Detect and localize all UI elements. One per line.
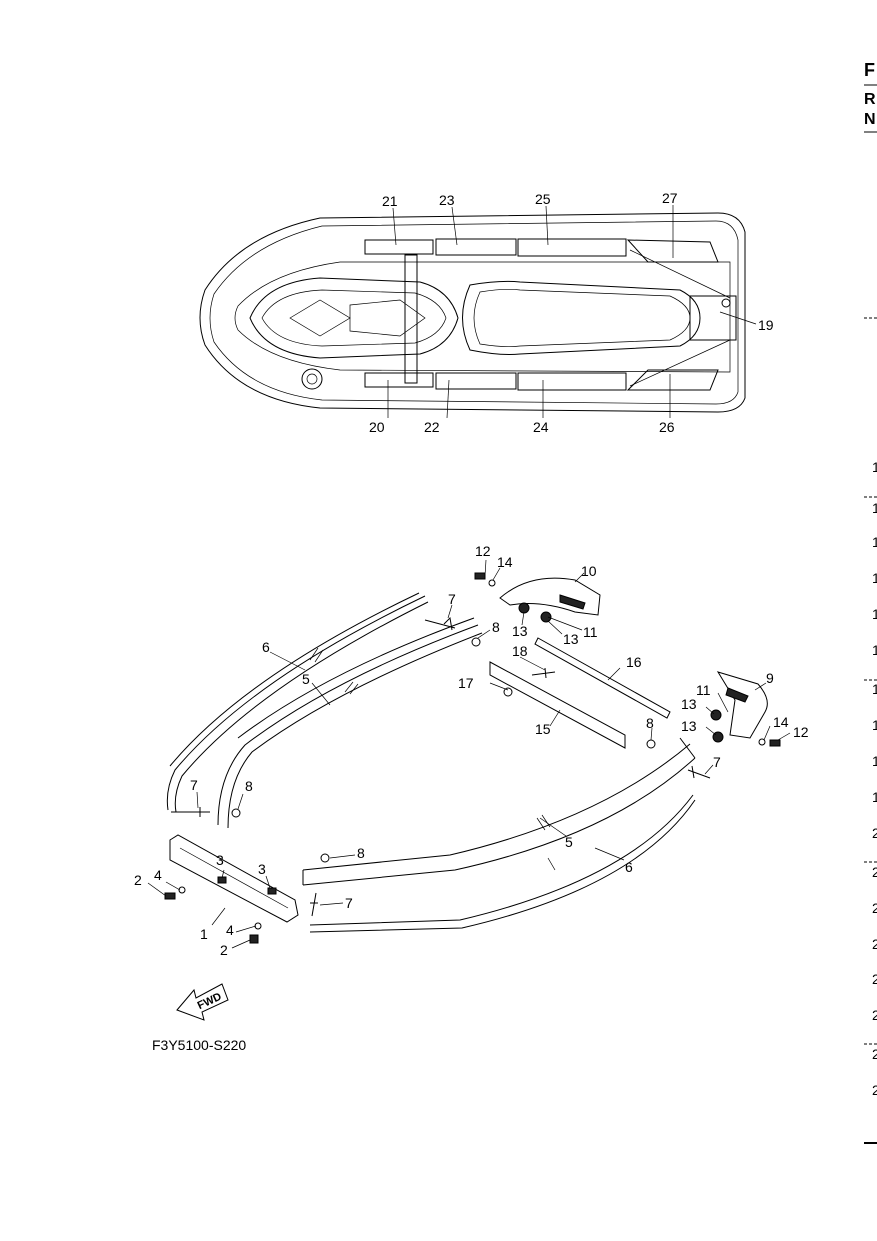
callout: 25 (535, 191, 551, 207)
callout: 13 (681, 718, 697, 734)
callout: 5 (302, 671, 310, 687)
callout: 2 (134, 872, 142, 888)
header-letter: F (864, 60, 875, 80)
margin-column: 1 1 1 1 1 1 1 1 1 1 2 2 2 2 2 2 2 2 (864, 459, 877, 1144)
callout: 24 (533, 419, 549, 435)
margin-number: 1 (872, 681, 877, 697)
diagram-code: F3Y5100-S220 (152, 1037, 246, 1053)
callout: 6 (262, 639, 270, 655)
margin-number: 2 (872, 1007, 877, 1023)
margin-number: 2 (872, 936, 877, 952)
margin-number: 1 (872, 534, 877, 550)
callout: 11 (583, 624, 598, 640)
margin-number: 1 (872, 642, 877, 658)
callout: 9 (766, 670, 774, 686)
callout: 1 (200, 926, 208, 942)
callout: 4 (226, 922, 234, 938)
callout: 4 (154, 867, 162, 883)
callout: 21 (382, 193, 398, 209)
callout: 8 (245, 778, 253, 794)
callout: 12 (793, 724, 809, 740)
margin-number: 2 (872, 900, 877, 916)
margin-number: 2 (872, 971, 877, 987)
margin-number: 1 (872, 717, 877, 733)
callout: 17 (458, 675, 474, 691)
margin-number: 2 (872, 1082, 877, 1098)
exploded-parts-view: 12 14 10 7 8 13 13 11 6 5 18 16 17 15 9 … (134, 543, 809, 958)
callout: 19 (758, 317, 774, 333)
callout: 14 (773, 714, 789, 730)
callout: 3 (258, 861, 266, 877)
callout: 14 (497, 554, 513, 570)
callout: 2 (220, 942, 228, 958)
margin-number: 2 (872, 1046, 877, 1062)
watercraft-top-view: 21 23 25 27 19 20 22 24 26 (199, 190, 774, 435)
callout: 11 (696, 682, 711, 698)
margin-number: 2 (872, 825, 877, 841)
callout: 15 (535, 721, 551, 737)
callout: 6 (625, 859, 633, 875)
fwd-arrow-icon: FWD (176, 983, 229, 1021)
margin-number: 1 (872, 789, 877, 805)
callout: 8 (357, 845, 365, 861)
page-header: F R N (864, 60, 877, 319)
callout: 8 (646, 715, 654, 731)
callout: 5 (565, 834, 573, 850)
callout: 7 (713, 754, 721, 770)
callout: 22 (424, 419, 440, 435)
header-letter: N (864, 111, 876, 128)
callout: 10 (581, 563, 597, 579)
margin-number: 1 (872, 459, 877, 475)
margin-number: 1 (872, 753, 877, 769)
callout: 12 (475, 543, 491, 559)
header-letter: R (864, 91, 876, 108)
callout: 8 (492, 619, 500, 635)
margin-number: 2 (872, 864, 877, 880)
margin-number: 1 (872, 500, 877, 516)
callout: 23 (439, 192, 455, 208)
callout: 7 (190, 777, 198, 793)
callout: 26 (659, 419, 675, 435)
margin-number: 1 (872, 570, 877, 586)
callout: 7 (345, 895, 353, 911)
callout: 16 (626, 654, 642, 670)
callout: 13 (512, 623, 528, 639)
callout: 27 (662, 190, 678, 206)
callout: 13 (681, 696, 697, 712)
callout: 20 (369, 419, 385, 435)
callout: 13 (563, 631, 579, 647)
margin-number: 1 (872, 606, 877, 622)
callout: 7 (448, 591, 456, 607)
callout: 18 (512, 643, 528, 659)
callout: 3 (216, 852, 224, 868)
